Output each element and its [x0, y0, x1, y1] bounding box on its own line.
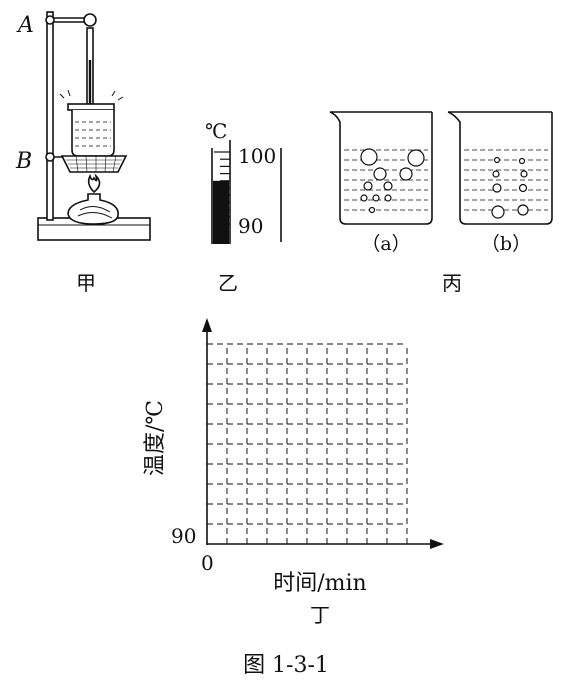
clamp-a [45, 13, 97, 27]
caption-ding: 丁 [310, 603, 330, 627]
stand-label-a: A [16, 13, 34, 38]
origin-label: 0 [201, 551, 214, 575]
beaker-a-label: （a） [361, 233, 410, 255]
caption-yi: 乙 [218, 271, 238, 295]
beaker-b-label: （b） [481, 233, 531, 255]
beaker-lid [67, 103, 115, 111]
y-axis-label: 温度/℃ [143, 400, 168, 476]
thermometer-label-100: 100 [238, 144, 276, 168]
alcohol-lamp [67, 193, 119, 225]
thermometer-scale [211, 140, 282, 244]
thermometer-unit: ℃ [205, 119, 227, 143]
heating-apparatus [37, 11, 151, 241]
caption-jia: 甲 [76, 271, 96, 295]
flame-icon [87, 173, 101, 194]
x-axis-label: 时间/min [273, 571, 366, 596]
x-axis-arrow [430, 539, 444, 549]
stand-rod [46, 11, 54, 221]
y-axis-start-label: 90 [171, 524, 196, 548]
stand-label-b: B [15, 149, 32, 174]
thermometer-label-90: 90 [238, 214, 263, 238]
thermometer-mercury [213, 180, 229, 244]
graph-grid [207, 343, 408, 544]
y-axis-arrow [202, 318, 212, 332]
caption-bing: 丙 [442, 271, 462, 295]
temperature-time-graph [202, 318, 444, 549]
beaker-b [447, 111, 553, 225]
figure-caption: 图 1-3-1 [243, 653, 329, 678]
apparatus-beaker [71, 110, 115, 157]
beaker-a [329, 111, 433, 225]
